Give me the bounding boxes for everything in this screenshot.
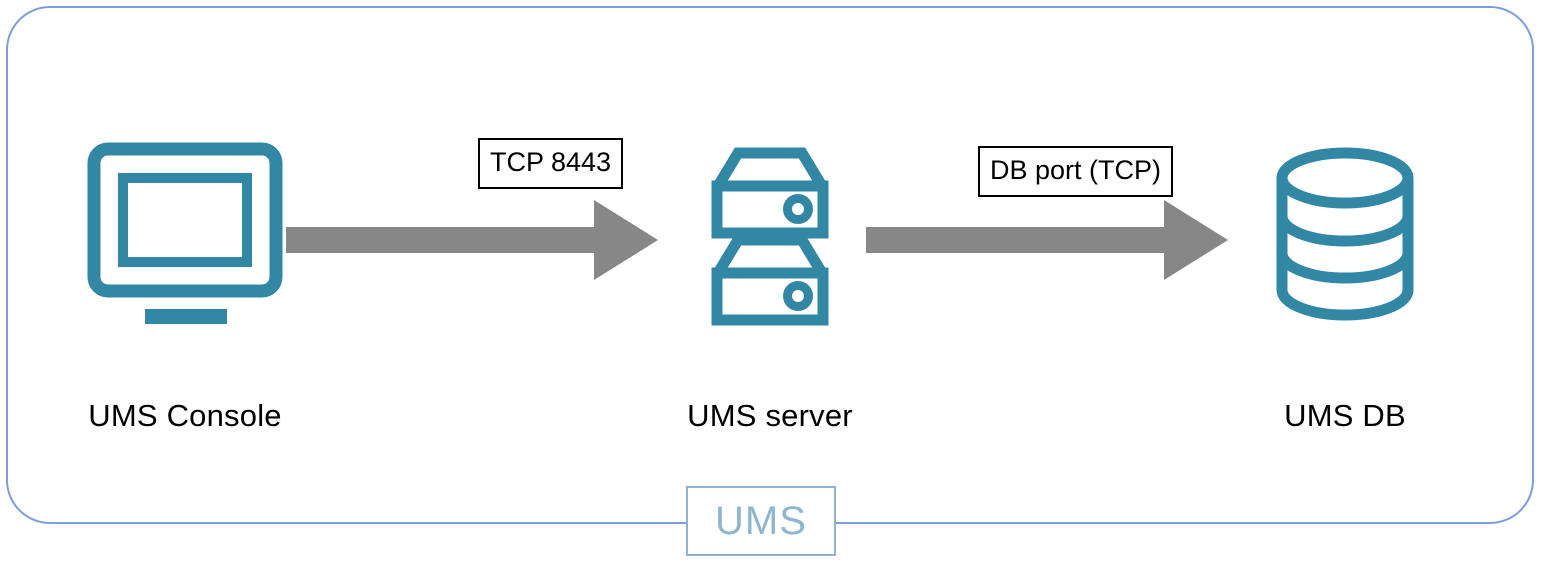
node-ums-server: UMS server	[620, 140, 920, 433]
connection-label-tcp-8443: TCP 8443	[478, 138, 624, 189]
node-ums-console: UMS Console	[35, 140, 335, 433]
arrow-console-to-server	[286, 196, 658, 284]
node-ums-db: UMS DB	[1195, 140, 1495, 433]
server-icon	[670, 140, 870, 340]
ums-badge-label: UMS	[715, 498, 807, 543]
node-caption: UMS server	[687, 398, 853, 433]
node-caption: UMS Console	[88, 398, 282, 433]
arrow-server-to-db	[866, 196, 1228, 284]
ums-badge: UMS	[686, 486, 836, 556]
database-icon	[1245, 140, 1445, 340]
monitor-icon	[85, 140, 285, 340]
connection-label-db-port: DB port (TCP)	[978, 146, 1174, 197]
node-caption: UMS DB	[1284, 398, 1406, 433]
